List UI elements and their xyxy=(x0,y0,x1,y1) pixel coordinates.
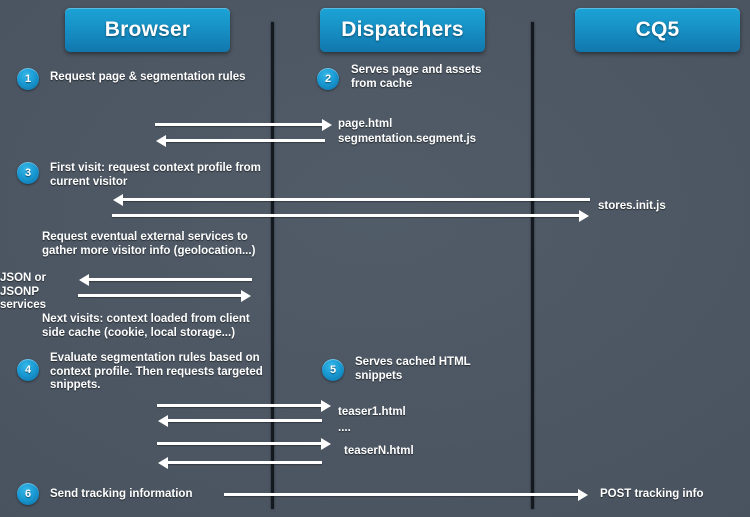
arrow-post-tracking-info xyxy=(224,488,588,501)
step-label-1: Request page & segmentation rules xyxy=(50,71,246,83)
message-stores-init-js: stores.init.js xyxy=(598,200,666,212)
message-page-html: page.html xyxy=(338,118,393,130)
step-label-5: Serves cached HTML snippets xyxy=(355,356,471,382)
step-number-5-value: 5 xyxy=(329,364,337,376)
step-number-2: 2 xyxy=(317,68,339,90)
step-number-6: 6 xyxy=(17,483,39,505)
actor-browser-label: Browser xyxy=(104,18,191,41)
step-number-1-value: 1 xyxy=(24,73,32,85)
arrow-request-teaserN xyxy=(157,437,331,450)
lifeline-browser-dispatchers xyxy=(271,22,274,509)
step-number-4: 4 xyxy=(17,359,39,381)
arrow-request-teaser1 xyxy=(157,399,331,412)
step-number-3-value: 3 xyxy=(24,167,32,179)
actor-browser[interactable]: Browser xyxy=(65,8,230,52)
arrow-stores-init-js xyxy=(112,209,589,222)
note-json-services: JSON or JSONP services xyxy=(0,272,47,311)
actor-dispatchers-label: Dispatchers xyxy=(341,18,464,41)
arrow-serve-teaserN xyxy=(158,456,322,469)
arrow-json-response xyxy=(79,273,252,286)
actor-cq5[interactable]: CQ5 xyxy=(575,8,740,52)
step-number-6-value: 6 xyxy=(24,488,32,500)
note-external-services: Request eventual external services to ga… xyxy=(42,231,256,257)
actor-dispatchers[interactable]: Dispatchers xyxy=(320,8,485,52)
step-label-3: First visit: request context profile fro… xyxy=(50,162,261,188)
step-label-4: Evaluate segmentation rules based on con… xyxy=(50,352,263,391)
arrow-json-request xyxy=(78,289,251,302)
lifeline-dispatchers-cq5 xyxy=(531,22,534,509)
step-number-2-value: 2 xyxy=(324,73,332,85)
step-number-5: 5 xyxy=(322,359,344,381)
step-label-6: Send tracking information xyxy=(50,488,193,500)
message-segmentation-segment-js: segmentation.segment.js xyxy=(338,133,477,145)
step-number-4-value: 4 xyxy=(24,364,32,376)
note-next-visits: Next visits: context loaded from client … xyxy=(42,313,250,339)
message-teaser-ellipsis: .... xyxy=(338,422,351,434)
arrow-context-profile-request xyxy=(113,193,590,206)
actor-cq5-label: CQ5 xyxy=(635,18,680,41)
message-teaser1-html: teaser1.html xyxy=(338,406,406,418)
step-label-2: Serves page and assets from cache xyxy=(351,64,482,90)
step-number-3: 3 xyxy=(17,162,39,184)
message-post-tracking-info: POST tracking info xyxy=(600,488,704,500)
arrow-request-page xyxy=(155,118,332,131)
arrow-serve-teaser1 xyxy=(158,414,322,427)
step-number-1: 1 xyxy=(17,68,39,90)
message-teaserN-html: teaserN.html xyxy=(344,445,414,457)
arrow-serve-page xyxy=(156,134,325,147)
